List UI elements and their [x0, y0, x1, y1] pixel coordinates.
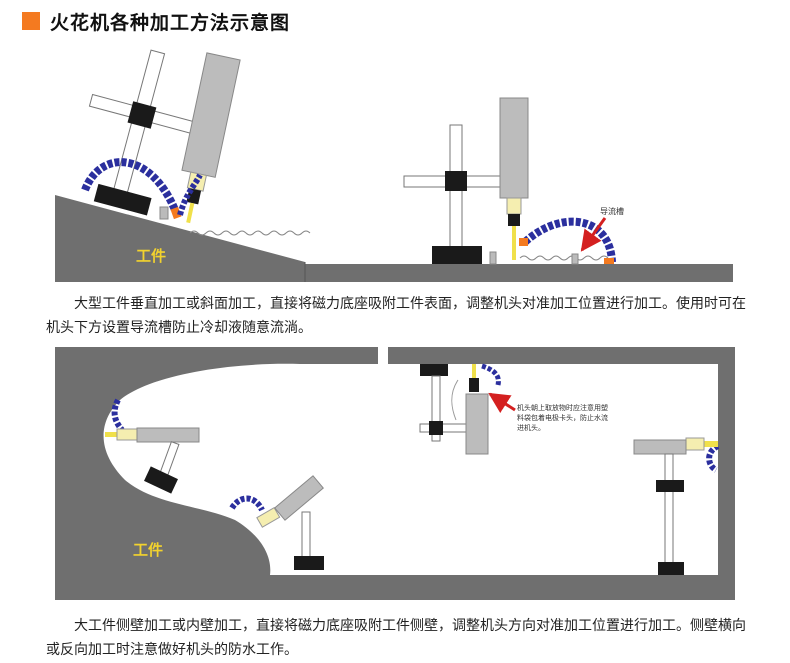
bottom-workpiece-label: 工件 [133, 541, 163, 559]
guide-trough [571, 253, 579, 265]
title-bar: 火花机各种加工方法示意图 [22, 8, 290, 34]
note-line-1: 机头朝上取放物时应注意用塑 [517, 403, 608, 412]
left-magnet-base [93, 183, 152, 216]
bottom-panel: 工件 机头朝上取放物时应注意用塑 料袋包着电极卡头，防止水流 进机头。 [55, 347, 735, 600]
concave-workpiece [55, 347, 380, 600]
sidewall-rig [633, 437, 720, 575]
right-rig [403, 124, 515, 265]
right-coolant-hose [522, 217, 616, 263]
cavity-upper-rig [105, 398, 200, 494]
page-title: 火花机各种加工方法示意图 [50, 11, 291, 34]
note-arrow [488, 392, 516, 414]
ceiling-rig [419, 363, 501, 455]
top-caption: 大型工件垂直加工或斜面加工，直接将磁力底座吸附工件表面，调整机头对准加工位置进行… [46, 296, 746, 336]
left-coolant-hose [81, 158, 179, 212]
left-spindle [181, 52, 241, 224]
note-line-3: 进机头。 [517, 423, 545, 432]
bottom-caption: 大工件侧壁加工或内壁加工，直接将磁力底座吸附工件侧壁，调整机头方向对准加工位置进… [46, 618, 746, 658]
flat-workpiece [305, 264, 733, 282]
top-panel: 导流槽 工件 [55, 49, 733, 282]
guide-arrow [580, 217, 607, 252]
coolant-wave-left [189, 230, 311, 236]
guide-trough-label: 导流槽 [600, 206, 624, 216]
inclined-workpiece [55, 195, 305, 282]
coolant-wave-right [519, 255, 609, 261]
title-marker [22, 12, 40, 30]
note-line-2: 料袋包着电极卡头，防止水流 [517, 413, 608, 422]
right-spindle [499, 97, 529, 260]
top-workpiece-label: 工件 [136, 247, 166, 265]
cavity-lower-rig [229, 475, 324, 570]
